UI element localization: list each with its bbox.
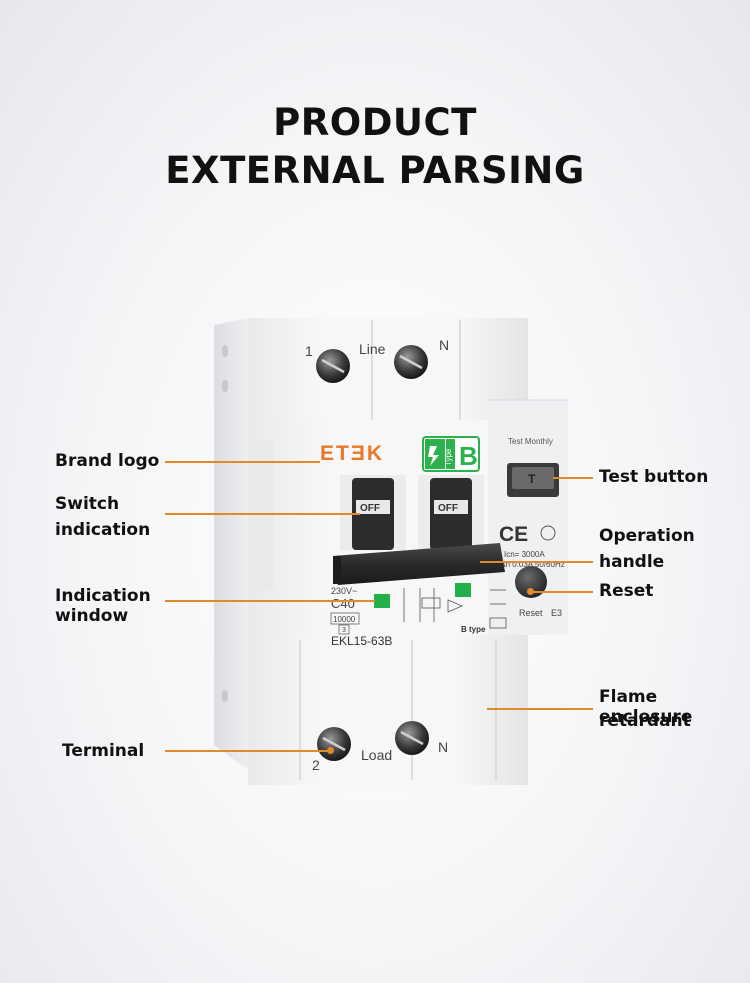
side-face xyxy=(214,318,248,770)
bottom-terminal-screw-left xyxy=(317,727,351,761)
top-neutral-label: N xyxy=(439,337,449,353)
label-terminal: Terminal xyxy=(62,741,145,761)
operation-handle[interactable] xyxy=(333,543,505,585)
svg-text:B: B xyxy=(459,441,478,471)
label-switch-indication-2: indication xyxy=(55,520,151,540)
top-line-label: Line xyxy=(359,341,386,357)
voltage-text: 230V~ xyxy=(331,586,357,596)
label-flame-enclosure-2: enclosure xyxy=(599,707,693,727)
spec-icn: Icn= 3000A xyxy=(504,550,545,559)
leader-flame-enclosure xyxy=(487,708,593,710)
reset-text: Reset xyxy=(519,608,543,618)
bottom-neutral-label: N xyxy=(438,739,448,755)
rating-text: C40 xyxy=(331,596,355,611)
test-monthly-text: Test Monthly xyxy=(508,437,553,446)
label-switch-indication-1: Switch xyxy=(55,494,120,514)
label-operation-handle-2: handle xyxy=(599,552,665,572)
label-test-button: Test button xyxy=(599,467,709,487)
label-flame-enclosure-1: Flame retardant xyxy=(599,687,691,731)
approval-icon xyxy=(540,525,556,541)
type-b-badge: Type B xyxy=(422,436,480,472)
reset-button[interactable] xyxy=(515,566,547,598)
leader-terminal xyxy=(165,750,330,752)
bottom-load-label: Load xyxy=(361,747,392,763)
label-indication-window-2: window xyxy=(55,606,129,626)
bottom-terminal-screw-right xyxy=(395,721,429,755)
svg-text:T: T xyxy=(528,472,536,486)
e3-text: E3 xyxy=(551,608,562,618)
leader-test-button xyxy=(553,477,593,479)
leader-brand-logo xyxy=(165,461,320,463)
page-title-line-2: EXTERNAL PARSING xyxy=(165,149,585,192)
b-type-text: B type xyxy=(461,625,486,634)
leader-switch-indication xyxy=(165,513,360,515)
indication-window-right xyxy=(455,583,471,597)
circuit-diagram xyxy=(403,588,507,629)
test-button[interactable]: T xyxy=(507,463,559,497)
top-pole-number: 1 xyxy=(305,343,313,359)
switch-indication-right xyxy=(434,500,468,514)
page-title-line-1: PRODUCT xyxy=(273,101,477,144)
svg-text:OFF: OFF xyxy=(360,503,380,514)
upper-terminal-block xyxy=(248,318,528,423)
spec-idn: IΔn 0.03A 50/60Hz xyxy=(498,560,565,569)
label-indication-window-1: Indication xyxy=(55,586,151,606)
svg-text:OFF: OFF xyxy=(438,503,458,514)
bottom-pole-number: 2 xyxy=(312,757,320,773)
class-number: 3 xyxy=(342,627,346,634)
model-text: EKL15-63B xyxy=(331,634,392,648)
flame-retardant-enclosure xyxy=(248,635,528,785)
top-terminal-screw-left xyxy=(316,349,350,383)
top-terminal-screw-right xyxy=(394,345,428,379)
switch-indication-left xyxy=(356,500,390,514)
label-brand-logo: Brand logo xyxy=(55,451,160,471)
ce-mark: CE xyxy=(499,523,528,546)
breaking-capacity: 10000 xyxy=(333,615,356,624)
brand-logo: ETƎK xyxy=(320,442,384,465)
indication-window-left xyxy=(374,594,390,608)
leader-reset xyxy=(531,591,593,593)
label-operation-handle-1: Operation xyxy=(599,526,695,546)
leader-indication-window xyxy=(165,600,375,602)
label-reset: Reset xyxy=(599,581,654,601)
svg-text:Type: Type xyxy=(444,448,453,466)
leader-operation-handle xyxy=(480,561,593,563)
